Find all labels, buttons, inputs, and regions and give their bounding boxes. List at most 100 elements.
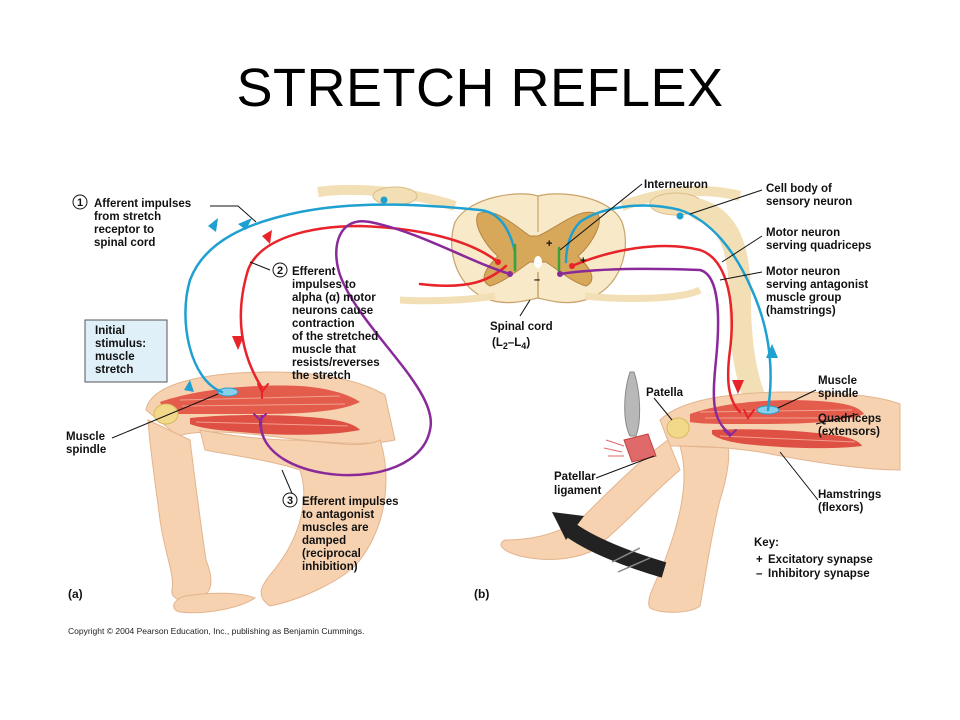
right-efferent-pathway (570, 244, 742, 414)
muscle-spindle-a-line-1: Muscle (66, 431, 105, 443)
neural-pathways (184, 196, 778, 477)
arrow-afferent-left2-icon (208, 218, 218, 232)
step-2-line-9: the stretch (292, 370, 351, 382)
step-2-line-7: muscle that (292, 344, 356, 356)
step-2-line-2: impulses to (292, 279, 356, 291)
synapse-dot (557, 271, 563, 277)
step-2-number: 2 (277, 265, 283, 277)
arrow-efferent-right-icon (732, 380, 744, 394)
initial-stimulus-line-2: stimulus: (95, 338, 146, 350)
panel-b-label: (b) (474, 587, 489, 601)
step-1: 1 Afferent impulses from stretch recepto… (72, 194, 191, 249)
initial-stimulus-line-3: muscle (95, 351, 135, 363)
key-title: Key: (754, 537, 779, 549)
leader-lines (111, 183, 859, 501)
leader-spinal-cord (519, 299, 531, 317)
synapse-dot (495, 259, 501, 265)
right-standing-leg (648, 445, 730, 613)
step-3-badge (282, 492, 298, 508)
left-hamstring-muscle (190, 415, 360, 435)
leader-step1 (210, 205, 257, 223)
quadriceps-line-2: (extensors) (818, 426, 880, 438)
patellar-ligament-line-2: ligament (554, 485, 601, 497)
excitatory-sign-left: + (546, 238, 552, 250)
leader-quadriceps (815, 413, 859, 425)
step-1-line-1: Afferent impulses (94, 198, 191, 210)
leader-patella (653, 397, 673, 421)
sensory-cell-body-left (380, 196, 388, 204)
arrow-afferent-up-icon (184, 380, 194, 392)
step-3-line-2: to antagonist (302, 509, 374, 521)
key-excitatory-symbol: + (756, 554, 763, 566)
left-motor-endplate-icon (257, 383, 269, 399)
step-1-line-3: receptor to (94, 224, 154, 236)
spinal-level-dash: –L (508, 337, 521, 349)
leader-interneuron (559, 183, 643, 251)
patellar-ligament-line-1: Patellar (554, 471, 596, 483)
leader-patellar-ligament (595, 455, 655, 479)
legend-key: Key: + Excitatory synapse – Inhibitory s… (754, 537, 873, 580)
step-2: 2 Efferent impulses to alpha (α) motor n… (272, 262, 380, 382)
left-efferent-pathway (239, 224, 500, 390)
leader-motor-antagonist (719, 271, 763, 281)
spinal-levels-label: (L2–L4) (492, 337, 530, 351)
arrow-efferent-down-icon (232, 336, 244, 350)
motor-antagonist-line-2: serving antagonist (766, 279, 868, 291)
step-3: 3 Efferent impulses to antagonist muscle… (282, 492, 399, 573)
hamstrings-line-2: (flexors) (818, 502, 864, 514)
central-canal (534, 256, 542, 268)
right-leg (500, 371, 901, 613)
sensory-cell-body-right (676, 212, 684, 220)
key-inhibitory-text: Inhibitory synapse (768, 568, 870, 580)
left-muscle-spindle (217, 387, 239, 397)
step-3-line-4: damped (302, 535, 346, 547)
motor-quadriceps-line-2: serving quadriceps (766, 240, 871, 252)
patella-label: Patella (646, 387, 684, 399)
step-2-line-5: contraction (292, 318, 355, 330)
spinal-level-sub1: 2 (503, 341, 508, 351)
leader-hamstrings (779, 451, 819, 501)
reflex-hammer-head-icon (623, 433, 657, 463)
step-3-number: 3 (287, 495, 293, 507)
initial-stimulus-frame (84, 319, 168, 383)
leader-muscle-spindle-b (777, 389, 817, 409)
kick-motion-arrow-icon (563, 521, 667, 578)
leader-muscle-spindle-a (111, 393, 219, 439)
right-motor-endplate-icon (743, 409, 755, 420)
step-1-line-4: spinal cord (94, 237, 155, 249)
step-2-line-6: of the stretched (292, 331, 378, 343)
step-1-number: 1 (77, 197, 83, 209)
cell-body-line-1: Cell body of (766, 183, 832, 195)
step-3-line-6: inhibition) (302, 561, 358, 573)
ventral-root-band (399, 286, 702, 305)
step-3-line-1: Efferent impulses (302, 496, 399, 508)
step-1-line-2: from stretch (94, 211, 161, 223)
key-inhibitory-symbol: – (756, 568, 763, 580)
step-2-line-4: neurons cause (292, 305, 373, 317)
right-inhibitory-endplate-icon (723, 429, 737, 438)
step-2-line-8: resists/reverses (292, 357, 380, 369)
right-kicking-leg (500, 439, 681, 560)
dorsal-root-ganglion-left (372, 186, 418, 206)
motor-quadriceps-line-1: Motor neuron (766, 227, 840, 239)
right-inhibitory-pathway (558, 267, 732, 436)
right-afferent-pathway (564, 204, 772, 412)
motor-antagonist-line-4: (hamstrings) (766, 305, 836, 317)
reflex-hammer-icon (624, 371, 641, 437)
arrow-afferent-right-icon (766, 344, 778, 358)
motor-antagonist-line-3: muscle group (766, 292, 841, 304)
cell-body-line-2: sensory neuron (766, 196, 852, 208)
kick-arrowhead-icon (552, 512, 584, 540)
arrow-efferent-left-icon (262, 230, 272, 244)
spinal-level-open: (L (492, 337, 503, 349)
left-inhibitory-pathway (259, 219, 512, 477)
copyright-notice: Copyright © 2004 Pearson Education, Inc.… (68, 626, 365, 636)
right-patella (666, 417, 690, 439)
left-quadriceps-muscle (160, 385, 360, 414)
left-foot (173, 592, 257, 614)
step-3-line-5: (reciprocal (302, 548, 361, 560)
step-2-badge (272, 262, 288, 278)
muscle-spindle-b-line-2: spindle (818, 388, 858, 400)
leader-motor-quadriceps (721, 235, 763, 263)
